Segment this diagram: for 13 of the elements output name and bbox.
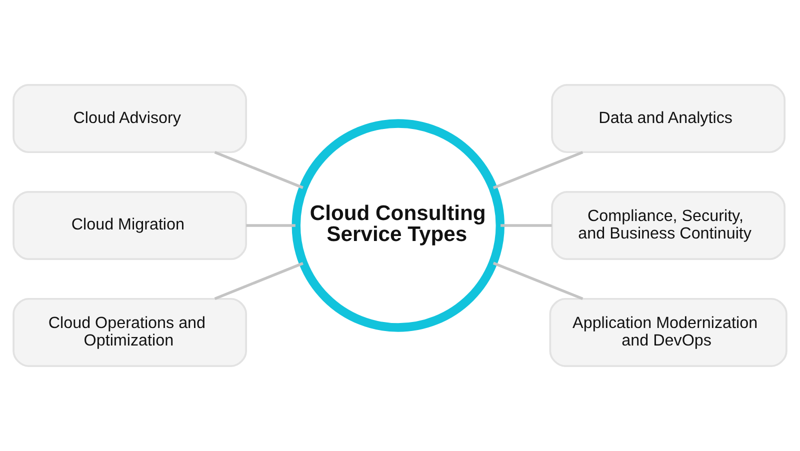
- connector: [500, 224, 552, 227]
- node-box: Data and Analytics: [551, 84, 786, 154]
- connector: [492, 262, 584, 300]
- connector: [246, 224, 296, 227]
- node-box: Cloud Operations and Optimization: [12, 298, 248, 367]
- node-box: Cloud Advisory: [12, 84, 248, 154]
- connector: [214, 150, 304, 189]
- node-box: Cloud Migration: [12, 191, 248, 260]
- connector: [214, 262, 304, 300]
- node-box: Compliance, Security, and Business Continuity: [551, 191, 786, 260]
- connector: [492, 151, 584, 190]
- node-box: Application Modernization and DevOps: [549, 298, 788, 367]
- node-circle: Cloud Consulting Service Types: [292, 119, 504, 332]
